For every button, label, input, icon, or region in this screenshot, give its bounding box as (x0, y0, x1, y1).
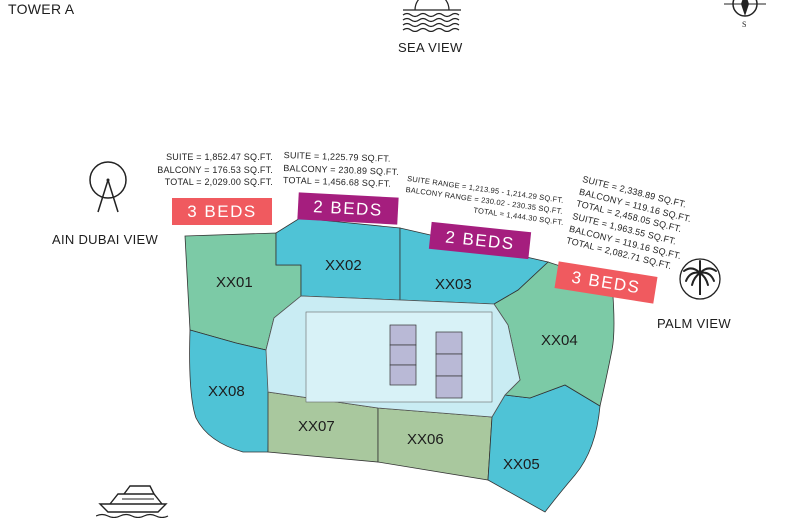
unit-label-xx06: XX06 (407, 431, 444, 448)
palm-tree-icon (679, 258, 721, 300)
unit-label-xx02: XX02 (325, 257, 362, 274)
unit-label-xx04: XX04 (541, 332, 578, 349)
spec-xx01: SUITE = 1,852.47 SQ.FT. BALCONY = 176.53… (145, 151, 273, 189)
yacht-icon (96, 485, 169, 518)
spec-xx01-balcony: BALCONY = 176.53 SQ.FT. (157, 164, 273, 175)
unit-label-xx07: XX07 (298, 418, 335, 435)
sea-view-label: SEA VIEW (398, 40, 463, 55)
ain-dubai-wheel-icon (89, 161, 127, 213)
unit-xx05-area[interactable] (487, 384, 601, 513)
badge-xx02-beds: 2 BEDS (297, 192, 399, 225)
spec-xx01-total: TOTAL = 2,029.00 SQ.FT. (164, 177, 273, 187)
elevator-shaft-left (389, 324, 417, 386)
spec-xx02: SUITE = 1,225.79 SQ.FT. BALCONY = 230.89… (283, 149, 400, 191)
unit-label-xx01: XX01 (216, 274, 253, 291)
compass-icon (724, 0, 766, 17)
palm-view-label: PALM VIEW (657, 316, 731, 331)
compass-south-label: S (742, 20, 747, 29)
unit-label-xx03: XX03 (435, 276, 472, 293)
tower-title: TOWER A (8, 1, 75, 17)
ain-dubai-view-label: AIN DUBAI VIEW (52, 232, 159, 247)
spec-xx01-suite: SUITE = 1,852.47 SQ.FT. (166, 152, 273, 162)
elevator-shaft-right (435, 331, 463, 399)
unit-label-xx08: XX08 (208, 383, 245, 400)
sea-sunset-icon (402, 0, 461, 32)
badge-xx01-beds: 3 BEDS (172, 198, 272, 225)
unit-label-xx05: XX05 (503, 456, 540, 473)
